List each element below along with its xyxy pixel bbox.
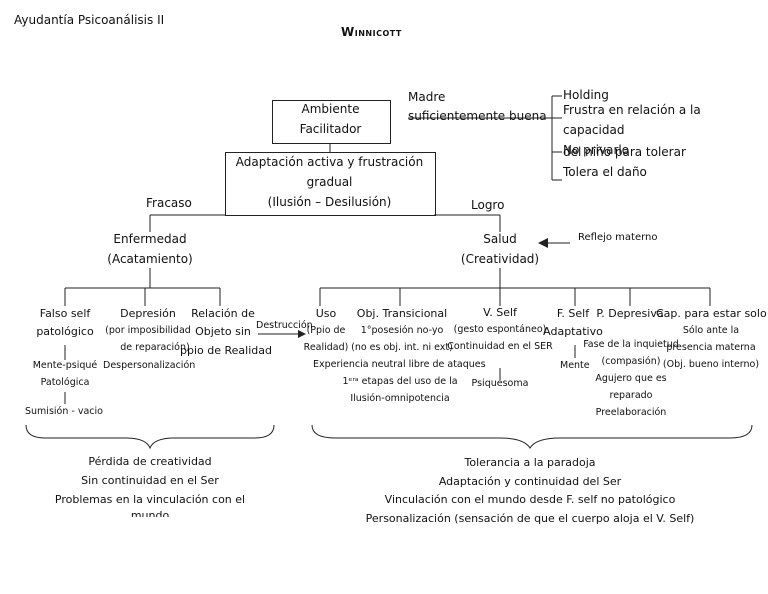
mente-patologica-label: Patológica xyxy=(40,377,90,388)
psiquesoma-label: Psiquesoma xyxy=(471,378,529,389)
p-depresiva-line-3: (compasión) xyxy=(601,356,661,367)
v-self-line-3: Continuidad en el SER xyxy=(447,341,553,352)
right-summary-2: Adaptación y continuidad del Ser xyxy=(438,475,622,488)
left-summary-4: mundo xyxy=(130,509,170,517)
f-self-mente: Mente xyxy=(560,360,590,371)
cap-solo-line-4: (Obj. bueno interno) xyxy=(662,359,760,370)
sumision-label: Sumisión - vacio xyxy=(25,406,103,417)
v-self-line-2: (gesto espontáneo) xyxy=(453,324,547,335)
uso-label: Uso xyxy=(315,307,337,320)
p-depresiva-label: P. Depresiva xyxy=(596,307,664,320)
obj-trans-line-6: Ilusión-omnipotencia xyxy=(350,393,450,404)
despersonalizacion-label: Despersonalización xyxy=(103,360,196,371)
reflejo-materno-label: Reflejo materno xyxy=(578,232,658,243)
madre-label: Madre xyxy=(408,90,446,104)
madre-label-2: suficientemente buena xyxy=(408,109,547,123)
right-summary-3: Vinculación con el mundo desde F. self n… xyxy=(384,493,676,506)
falso-self-label: Falso self xyxy=(39,307,91,320)
adaptacion-line-2: gradual xyxy=(306,175,353,189)
madre-item-frustra: Frustra en relación a la xyxy=(563,103,701,117)
falso-self-label-2: patológico xyxy=(36,325,94,338)
madre-item-tolerar: del niño para tolerar xyxy=(563,145,686,159)
ambiente-box xyxy=(272,100,391,144)
salud-label: Salud xyxy=(483,232,517,246)
adaptacion-line-3: (Ilusión – Desilusión) xyxy=(267,195,392,209)
right-summary-4: Personalización (sensación de que el cue… xyxy=(365,512,695,525)
relacion-objeto-label: Relación de xyxy=(191,307,255,320)
uso-line-2: (Ppio de xyxy=(306,325,346,336)
cap-solo-line-2: Sólo ante la xyxy=(682,325,740,336)
madre-item-capacidad: capacidad xyxy=(563,123,625,137)
v-self-label: V. Self xyxy=(483,306,517,319)
cap-solo-label: Cap. para estar solo xyxy=(656,307,767,320)
obj-trans-line-2: 1°posesión no-yo xyxy=(360,325,444,336)
adaptacion-line-1: Adaptación activa y frustración xyxy=(235,155,424,169)
acatamiento-label: (Acatamiento) xyxy=(107,252,193,266)
p-depresiva-line-6: Preelaboración xyxy=(595,407,667,418)
depresion-label: Depresión xyxy=(120,307,176,320)
p-depresiva-line-2: Fase de la inquietud xyxy=(583,339,679,350)
obj-transicional-label: Obj. Transicional xyxy=(356,307,448,320)
obj-trans-line-3: (no es obj. int. ni ext) xyxy=(351,342,453,353)
fracaso-label: Fracaso xyxy=(146,196,192,210)
relacion-objeto-line-2: Objeto sin xyxy=(195,325,251,338)
page-title: Winnicott xyxy=(341,25,402,39)
logro-label: Logro xyxy=(471,198,505,212)
left-summary-4-clip: mundo xyxy=(30,509,270,517)
destruccion-label: Destrucción xyxy=(256,320,313,331)
depresion-line-3: de reparación) xyxy=(120,342,190,353)
left-summary-3: Problemas en la vinculación con el xyxy=(54,493,246,506)
madre-item-holding: Holding xyxy=(563,88,609,102)
f-self-label: F. Self xyxy=(556,307,590,320)
f-self-adaptativo: Adaptativo xyxy=(543,325,603,338)
right-summary-1: Tolerancia a la paradoja xyxy=(464,456,596,469)
p-depresiva-line-5: reparado xyxy=(609,390,653,401)
creatividad-label: (Creatividad) xyxy=(460,252,540,266)
relacion-objeto-line-3: ppio de Realidad xyxy=(180,344,272,357)
depresion-line-2: (por imposibilidad xyxy=(105,325,191,336)
enfermedad-label: Enfermedad xyxy=(113,232,187,246)
obj-trans-line-5: 1ᵉʳᵃ etapas del uso de la xyxy=(342,376,458,387)
left-summary-1: Pérdida de creatividad xyxy=(88,455,212,468)
madre-item-tolera-dano: Tolera el daño xyxy=(563,165,647,179)
obj-trans-line-4: Experiencia neutral libre de ataques xyxy=(313,359,486,370)
course-header: Ayudantía Psicoanálisis II xyxy=(14,13,165,27)
left-summary-2: Sin continuidad en el Ser xyxy=(81,474,219,487)
cap-solo-line-3: presencia materna xyxy=(666,342,756,353)
madre-item-no-privarlo: No privarlo xyxy=(563,143,630,157)
uso-line-3: Realidad) xyxy=(303,342,349,353)
ambiente-line-1: Ambiente xyxy=(301,102,360,116)
ambiente-line-2: Facilitador xyxy=(299,122,362,136)
p-depresiva-line-4: Agujero que es xyxy=(595,373,667,384)
adaptacion-box xyxy=(225,152,436,216)
mente-psique-label: Mente-psiqué xyxy=(32,360,98,371)
